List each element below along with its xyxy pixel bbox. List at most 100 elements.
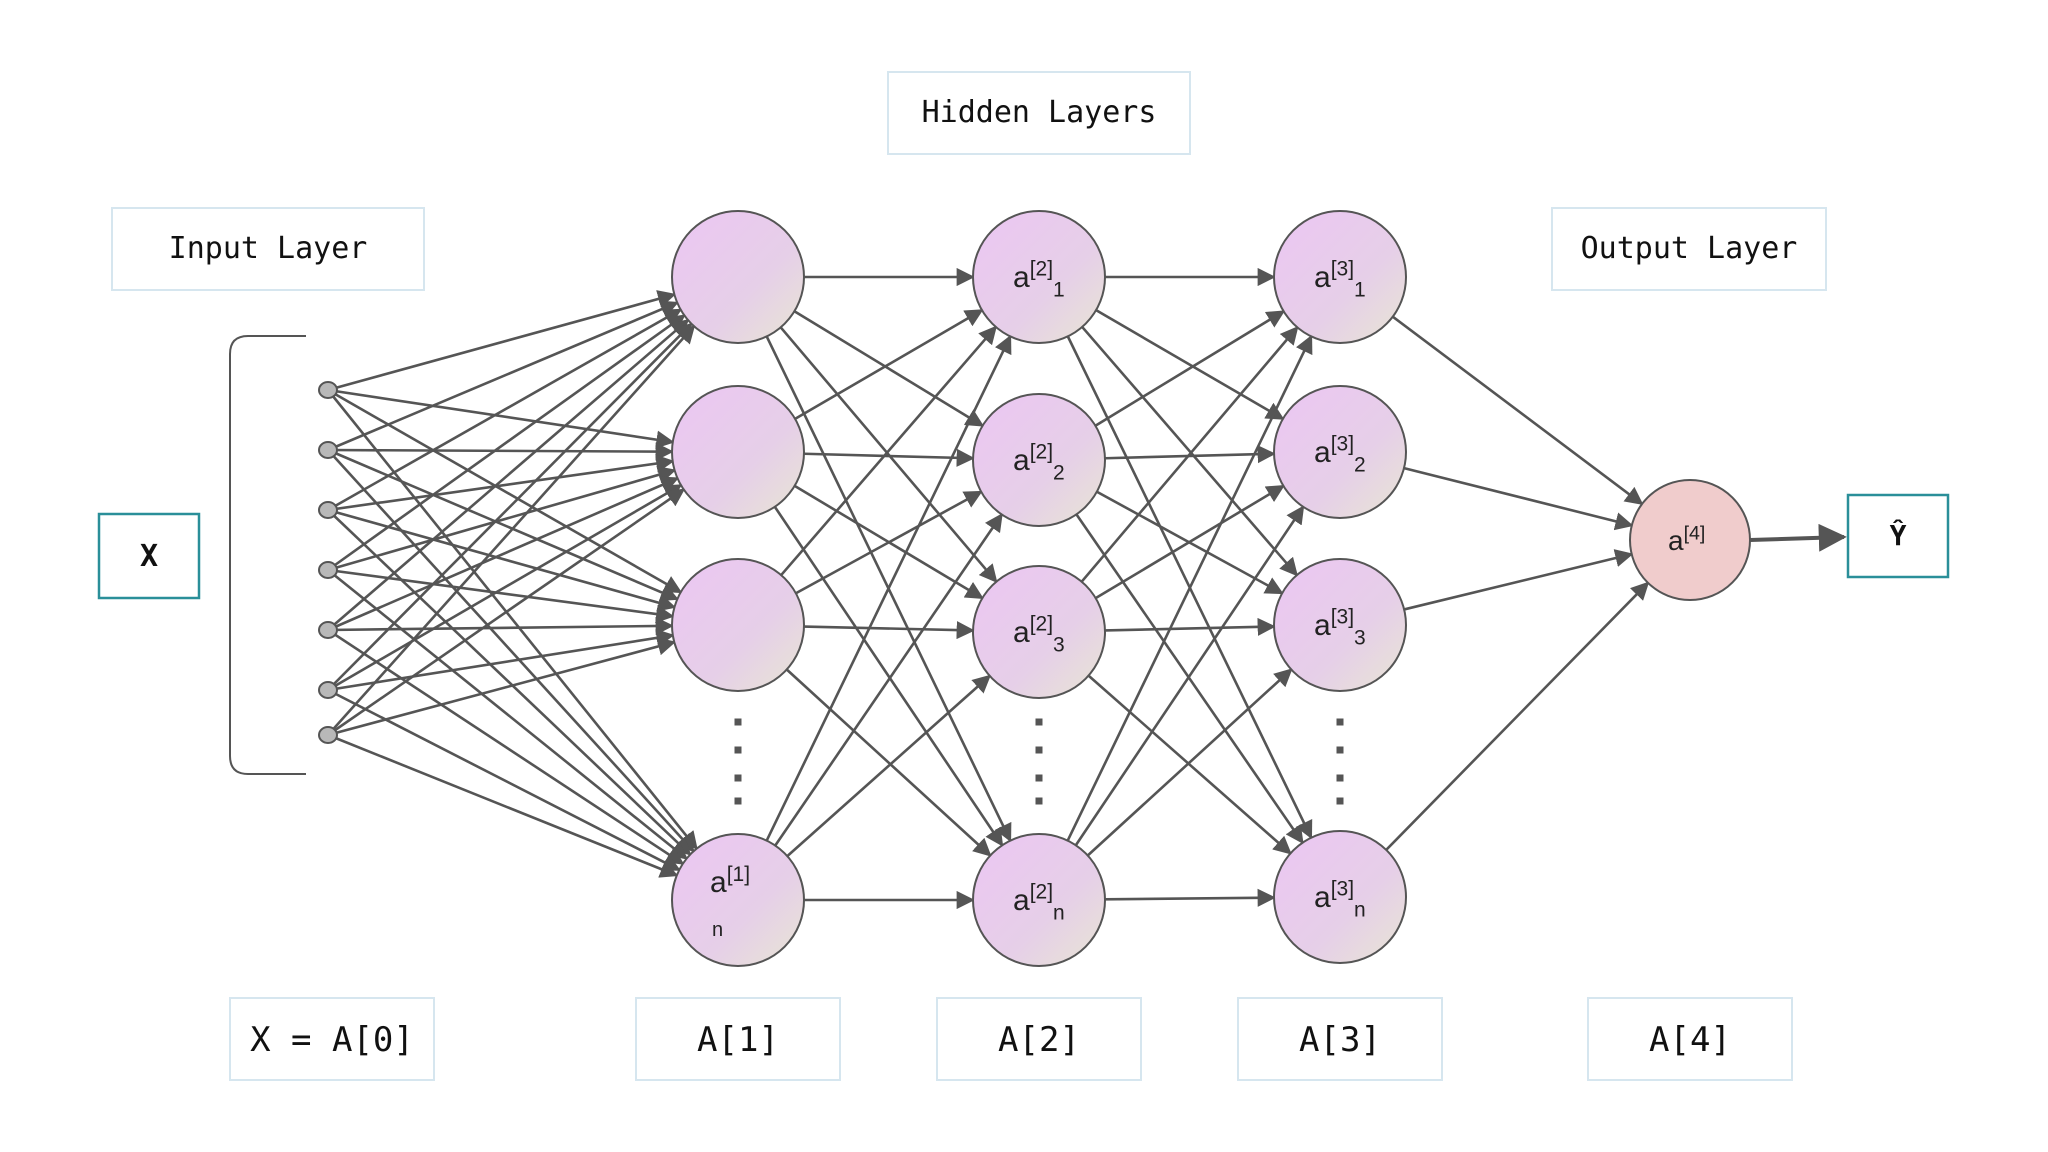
- edge-layer2-to-layer3: [1087, 674, 1292, 855]
- x-input-box: X: [97, 512, 201, 600]
- neuron-label: a[3]1: [1314, 258, 1366, 302]
- edge-layer2-to-layer3: [1074, 505, 1305, 846]
- neuron-label: a[3]3: [1314, 606, 1366, 650]
- neuron-circle: [972, 210, 1106, 344]
- input-features: [318, 381, 338, 744]
- edge-input-to-layer1: [327, 314, 686, 572]
- edge-layer2-to-layer3: [1075, 513, 1304, 845]
- edge-input-to-layer1: [327, 300, 679, 452]
- edge-input-to-layer1: [327, 322, 693, 691]
- bottom-label-layer1-text: A[1]: [697, 1020, 779, 1060]
- edge-layer3-to-output: [1403, 549, 1634, 611]
- edge-input-to-layer1: [327, 637, 677, 737]
- bottom-label-layer3: A[3]: [1237, 997, 1443, 1081]
- edge-input-to-layer1: [327, 308, 683, 512]
- neuron-circle: [1273, 830, 1407, 964]
- neuron-circle: [671, 385, 805, 519]
- edge-layer1-to-layer2: [793, 310, 985, 427]
- edge-layer2-to-layer3: [1104, 617, 1276, 637]
- edge-input-to-layer1: [327, 733, 679, 878]
- neuron-circle: [972, 833, 1106, 967]
- layer1-node: a[1] n: [671, 833, 805, 967]
- edge-layer3-to-output: [1385, 581, 1650, 851]
- neuron-label: a[2]1: [1013, 258, 1065, 302]
- input-feature-dot: [318, 726, 338, 744]
- connection-edges: [326, 267, 1847, 910]
- edge-output-to-yhat: [1749, 523, 1847, 552]
- edge-input-to-layer1: [327, 484, 683, 692]
- edge-layer1-to-layer2: [780, 325, 998, 576]
- input-feature-dot: [318, 681, 338, 699]
- edge-input-to-layer1: [327, 488, 686, 737]
- edge-layer1-to-layer2: [786, 674, 992, 858]
- edge-input-to-layer1: [327, 454, 675, 512]
- input-feature-dot: [318, 561, 338, 579]
- bottom-label-layer2-text: A[2]: [998, 1020, 1080, 1060]
- input-layer-label-box: Input Layer: [111, 207, 425, 291]
- edge-input-to-layer1: [327, 568, 675, 624]
- ellipsis-group: [734, 718, 1344, 805]
- edge-input-to-layer1: [327, 628, 675, 692]
- edge-layer1-to-layer2: [773, 506, 1004, 847]
- neuron-label: a[1]: [710, 863, 750, 899]
- input-feature-dot: [318, 621, 338, 639]
- layer3-node: a[3]1: [1273, 210, 1407, 344]
- edge-input-to-layer1: [327, 290, 677, 392]
- neuron-circle: [1273, 558, 1407, 692]
- neuron-circle: [671, 558, 805, 692]
- edge-input-to-layer1: [327, 688, 681, 872]
- edge-layer1-to-layer2: [795, 490, 983, 595]
- edge-layer2-to-layer3: [1095, 309, 1285, 420]
- edge-layer2-to-layer3: [1086, 668, 1293, 857]
- edge-input-to-layer1: [327, 476, 680, 632]
- network-nodes: a[1]na[2]1a[2]2a[2]3a[2]na[3]1a[3]2a[3]3…: [671, 210, 1751, 967]
- edge-layer1-to-layer2: [785, 668, 992, 857]
- edge-input-to-layer1: [326, 389, 698, 850]
- edge-input-to-layer1: [327, 318, 690, 631]
- bottom-label-layer4: A[4]: [1587, 997, 1793, 1081]
- edge-input-to-layer1: [327, 324, 696, 736]
- bottom-label-layer1: A[1]: [635, 997, 841, 1081]
- vertical-dots-icon: [734, 718, 742, 805]
- edge-input-to-layer1: [327, 568, 689, 860]
- bottom-label-layer3-text: A[3]: [1299, 1020, 1381, 1060]
- edge-layer2-to-layer3: [1094, 310, 1286, 427]
- edge-layer1-to-layer2: [794, 309, 984, 420]
- edge-layer1-to-layer2: [765, 334, 1012, 842]
- neuron-label-subscript: n: [712, 919, 723, 941]
- neuron-label: a[2]3: [1013, 613, 1065, 657]
- edge-input-to-layer1: [327, 449, 695, 853]
- bottom-label-input: X = A[0]: [229, 997, 435, 1081]
- edge-layer2-to-layer3: [1081, 326, 1299, 577]
- edge-layer1-to-layer2: [803, 448, 975, 467]
- edge-layer2-to-layer3: [1104, 888, 1276, 907]
- input-feature-dot: [318, 441, 338, 459]
- output-layer-title: Output Layer: [1581, 231, 1798, 266]
- edge-input-to-layer1: [327, 508, 677, 612]
- y-hat-label: Ŷ: [1890, 518, 1907, 552]
- input-feature-dot: [318, 381, 338, 399]
- edge-input-to-layer1: [327, 448, 679, 602]
- layer2-node: a[2]n: [972, 833, 1106, 967]
- neuron-circle: [1273, 385, 1407, 519]
- input-layer-title: Input Layer: [169, 231, 368, 266]
- output-neuron-label: a[4]: [1668, 522, 1705, 556]
- output-neuron-circle: [1629, 479, 1751, 601]
- neuron-circle: [972, 565, 1106, 699]
- edge-input-to-layer1: [327, 388, 683, 594]
- neuron-circle: [671, 833, 805, 967]
- vertical-dots-icon: [1035, 718, 1043, 805]
- layer2-node: a[2]3: [972, 565, 1106, 699]
- neuron-label: a[2]n: [1013, 881, 1065, 925]
- edge-layer2-to-layer3: [1094, 484, 1285, 600]
- layer1-node: [671, 558, 805, 692]
- layer1-node: [671, 385, 805, 519]
- edge-layer1-to-layer2: [779, 326, 998, 584]
- layer3-node: a[3]3: [1273, 558, 1407, 692]
- neuron-circle: [972, 393, 1106, 527]
- edge-layer1-to-layer2: [803, 620, 975, 640]
- edge-input-to-layer1: [327, 442, 674, 461]
- layer2-node: a[2]2: [972, 393, 1106, 527]
- y-hat-output-box: Ŷ: [1846, 493, 1950, 579]
